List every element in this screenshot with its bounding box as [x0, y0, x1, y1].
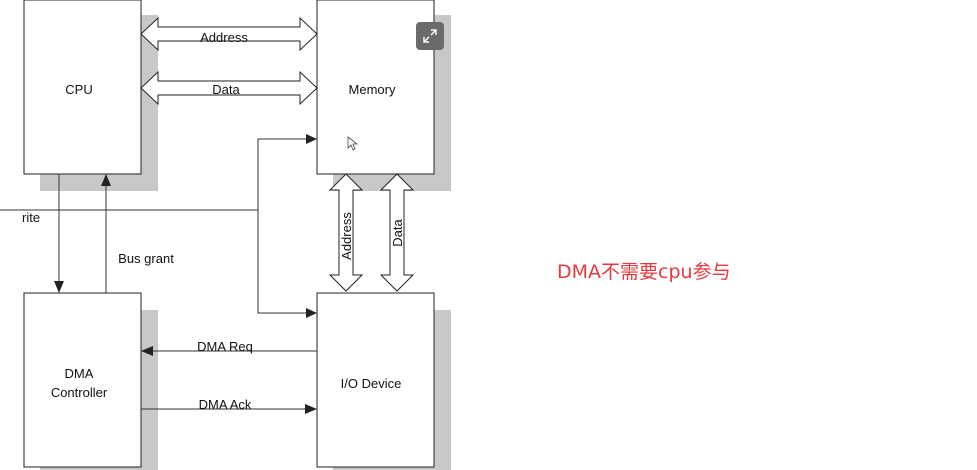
- data-bus-label: Data: [212, 82, 240, 97]
- dma-ack-label: DMA Ack: [199, 397, 252, 412]
- write-to-memory-arrowhead: [306, 134, 317, 144]
- cpu-to-dma-arrowhead: [54, 281, 64, 293]
- io-device-label: I/O Device: [341, 376, 402, 391]
- dma-controller-box: [23, 292, 142, 468]
- write-to-io-arrowhead: [306, 308, 317, 318]
- mouse-cursor-icon: [347, 136, 359, 151]
- dma-annotation-text: DMA不需要cpu参与: [557, 261, 731, 283]
- write-to-io-line: [257, 210, 308, 314]
- vertical-address-arrow: [328, 173, 364, 292]
- write-to-memory-line: [257, 138, 308, 210]
- bus-grant-arrowhead: [101, 174, 111, 186]
- dma-ack-arrowhead: [305, 404, 317, 414]
- dma-req-label: DMA Req: [197, 339, 253, 354]
- io-device-box: [316, 292, 435, 468]
- vertical-data-label: Data: [390, 219, 405, 247]
- vertical-data-arrow: [379, 173, 415, 292]
- cpu-box: [23, 0, 142, 175]
- dma-req-arrowhead: [141, 346, 153, 356]
- expand-button[interactable]: [416, 22, 444, 50]
- memory-box: [316, 0, 435, 175]
- dma-controller-label-line1: DMA: [65, 366, 94, 381]
- dma-controller-label-line2: Controller: [51, 385, 108, 400]
- write-label: rite: [22, 210, 40, 225]
- address-bus-label: Address: [200, 30, 248, 45]
- address-bus-arrow: [140, 16, 318, 52]
- cpu-label: CPU: [65, 82, 92, 97]
- memory-label: Memory: [349, 82, 396, 97]
- data-bus-arrow: [140, 70, 318, 106]
- bus-grant-label: Bus grant: [118, 251, 174, 266]
- expand-icon: [423, 29, 437, 43]
- vertical-address-label: Address: [339, 212, 354, 260]
